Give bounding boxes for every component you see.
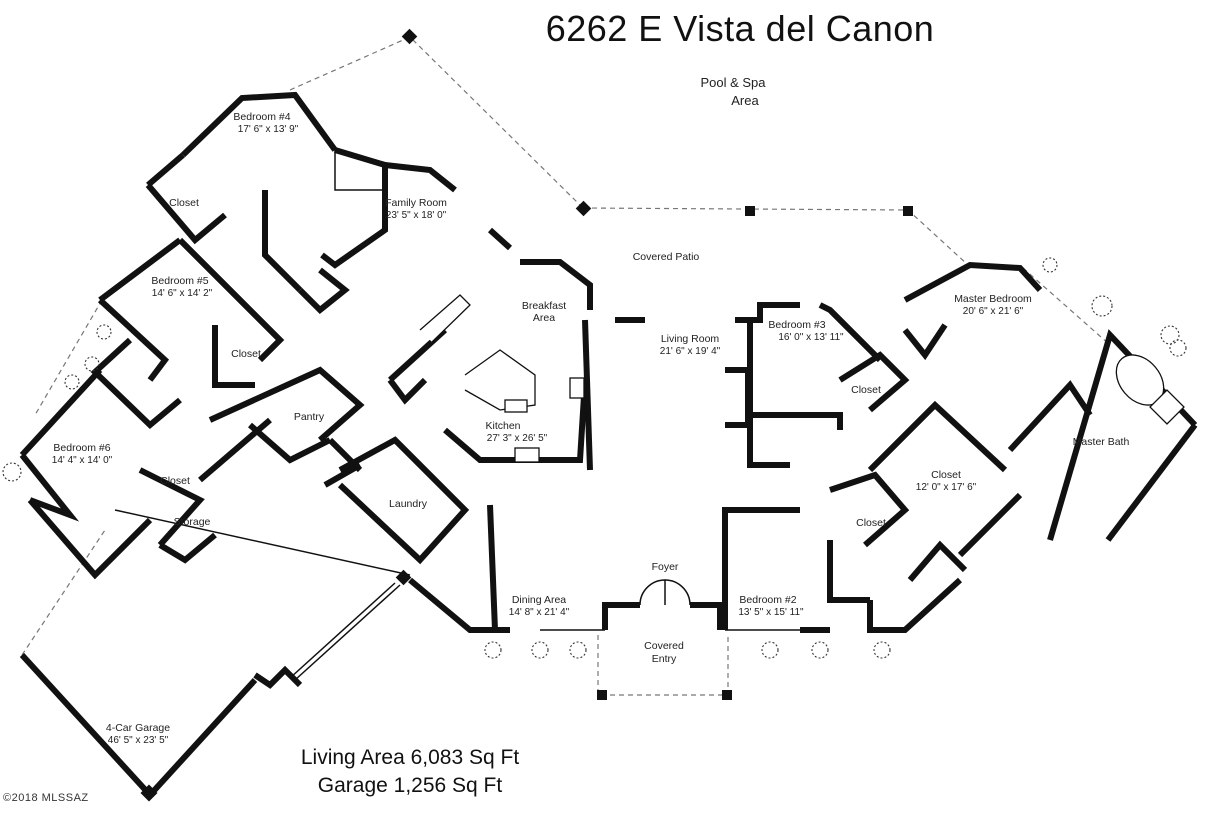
kitchen-walls [419,294,593,471]
entry-doors [639,579,691,606]
copyright-notice: ©2018 MLSSAZ [3,792,89,804]
kitchen-name: Kitchen [485,420,520,432]
laundry-name: Laundry [389,498,428,510]
master-bedroom-name: Master Bedroom [954,293,1032,305]
living-room-name: Living Room [661,333,720,345]
bedroom4-name: Bedroom #4 [233,111,290,123]
bedroom5-walls [90,237,285,430]
breakfast-label-line2: Area [533,312,555,324]
pantry-name: Pantry [294,411,325,423]
bedroom6-name: Bedroom #6 [53,442,110,454]
bedroom2-name: Bedroom #2 [739,594,796,606]
bedroom4-dim: 17' 6" x 13' 9" [238,124,299,135]
closet-b5-name: Closet [231,348,261,360]
bedroom5-dim: 14' 6" x 14' 2" [152,288,213,299]
master-bath-name: Master Bath [1073,436,1130,448]
garage-area-summary: Garage 1,256 Sq Ft [317,774,503,797]
covered-entry-label-line2: Entry [652,653,677,665]
bedroom4-walls [145,91,388,293]
closet-b2-name: Closet [856,517,886,529]
bedroom3-dim: 16' 0" x 13' 11" [778,332,844,343]
shrubs [2,257,1187,659]
closet-master-dim: 12' 0" x 17' 6" [916,482,977,493]
living-room-dim: 21' 6" x 19' 4" [660,346,721,357]
pool-label-line1: Pool & Spa [700,75,766,90]
covered-patio-label: Covered Patio [633,251,700,263]
covered-entry-label-line1: Covered [644,640,684,652]
storage-name: Storage [174,516,211,528]
pool-label-line2: Area [731,93,759,108]
garage-walls [19,509,412,802]
family-room-dim: 23' 5" x 18' 0" [386,210,447,221]
closet-b3-name: Closet [851,384,881,396]
master-walls [867,261,1198,558]
bedroom6-dim: 14' 4" x 14' 0" [52,455,113,466]
storage-pantry-walls [198,366,365,488]
kitchen-dim: 27' 3" x 26' 5" [487,433,548,444]
family-room-name: Family Room [385,197,447,209]
bedroom2-walls [722,471,968,633]
bedroom2-dim: 13' 5" x 15' 11" [738,607,804,618]
plan-title: 6262 E Vista del Canon [545,8,935,49]
garage-name: 4-Car Garage [106,722,170,734]
living-bedroom3-walls [615,302,910,468]
closet-master-name: Closet [931,469,961,481]
laundry-dining-walls [337,436,723,633]
family-room-walls [297,162,593,405]
bedroom6-walls [19,367,217,580]
dining-area-name: Dining Area [512,594,566,606]
bedroom3-name: Bedroom #3 [768,319,825,331]
closet-b4-name: Closet [169,197,199,209]
master-bedroom-dim: 20' 6" x 21' 6" [963,306,1024,317]
bedroom5-name: Bedroom #5 [151,275,208,287]
living-area-summary: Living Area 6,083 Sq Ft [300,746,520,769]
breakfast-label-line1: Breakfast [522,300,566,312]
garage-dim: 46' 5" x 23' 5" [108,735,169,746]
closet-b6-name: Closet [160,475,190,487]
foyer-name: Foyer [652,561,679,573]
dining-area-dim: 14' 8" x 21' 4" [509,607,570,618]
